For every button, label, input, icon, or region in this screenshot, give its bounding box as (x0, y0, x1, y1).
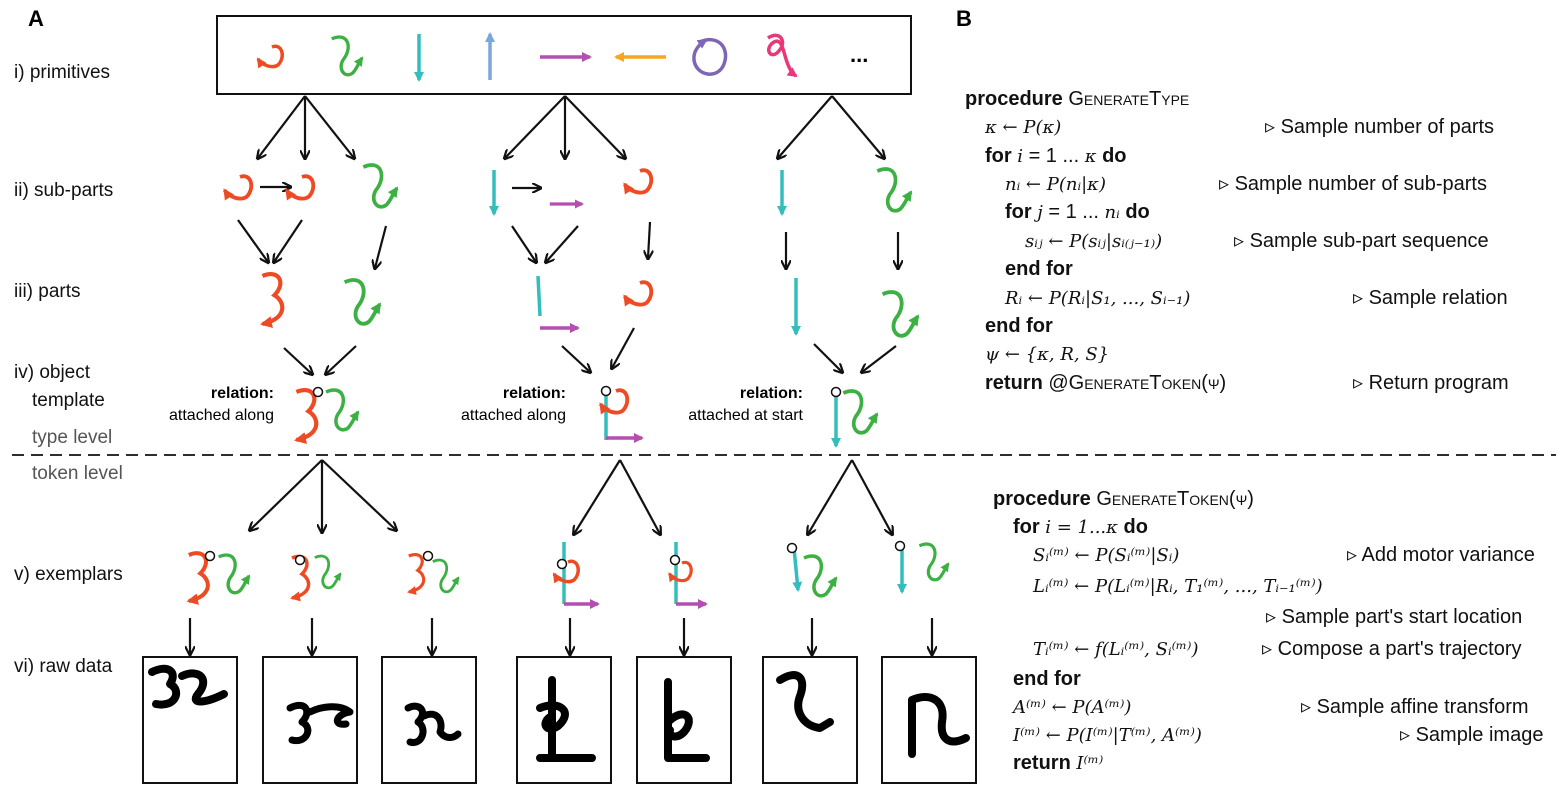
relation-1-head: relation: (211, 385, 274, 402)
label-parts: iii) parts (14, 281, 81, 302)
arrows-exemplars-to-raw (190, 618, 932, 654)
subparts-group-3 (782, 169, 911, 214)
raw-image-1 (142, 656, 238, 784)
relation-3-head: relation: (740, 385, 803, 402)
raw-image-4 (516, 656, 612, 784)
template-1: relation: attached along (169, 385, 358, 440)
label-subparts: ii) sub-parts (14, 180, 113, 201)
arrows-subparts-to-parts (237, 219, 898, 268)
primitive-purple-circle (692, 38, 728, 76)
panel-label-b: B (956, 6, 972, 31)
label-raw-data: vi) raw data (14, 656, 113, 677)
raw-image-2 (262, 656, 358, 784)
relation-2-head: relation: (503, 385, 566, 402)
label-primitives: i) primitives (14, 62, 110, 83)
parts-group-1 (262, 274, 379, 324)
subparts-group-1 (225, 165, 397, 207)
raw-image-3 (381, 656, 477, 784)
exemplar-3 (409, 550, 459, 593)
arrows-template-to-exemplars (250, 459, 892, 534)
primitive-green-squiggle (332, 37, 362, 75)
label-object-1: iv) object (14, 362, 91, 383)
arrows-primitives-to-subparts (258, 95, 884, 158)
label-token-level: token level (32, 463, 123, 484)
primitives-ellipsis: ... (850, 42, 868, 67)
exemplar-1 (189, 550, 249, 602)
parts-group-3 (791, 278, 918, 336)
exemplar-2 (292, 556, 340, 599)
arrows-parts-to-template (283, 327, 897, 374)
exemplar-7 (894, 540, 949, 594)
template-2: relation: attached along (461, 385, 644, 443)
panel-label-a: A (28, 6, 44, 31)
label-type-level: type level (32, 427, 112, 448)
template-3: relation: attached at start (688, 385, 877, 448)
label-exemplars: v) exemplars (14, 564, 123, 585)
label-object-2: template (32, 390, 105, 411)
raw-image-5 (636, 656, 732, 784)
relation-1-text: attached along (169, 407, 274, 424)
exemplar-6 (786, 542, 837, 596)
subparts-group-2 (494, 170, 651, 214)
raw-image-6 (762, 656, 858, 784)
exemplar-4 (554, 542, 600, 609)
primitives-box: ... (216, 15, 912, 95)
relation-2-text: attached along (461, 407, 566, 424)
primitive-pink-curl (767, 33, 798, 78)
parts-group-2 (536, 275, 651, 333)
relation-3-text: attached at start (688, 407, 803, 424)
exemplar-5 (669, 542, 708, 609)
raw-image-7 (881, 656, 977, 784)
primitive-red-loop (258, 46, 282, 66)
